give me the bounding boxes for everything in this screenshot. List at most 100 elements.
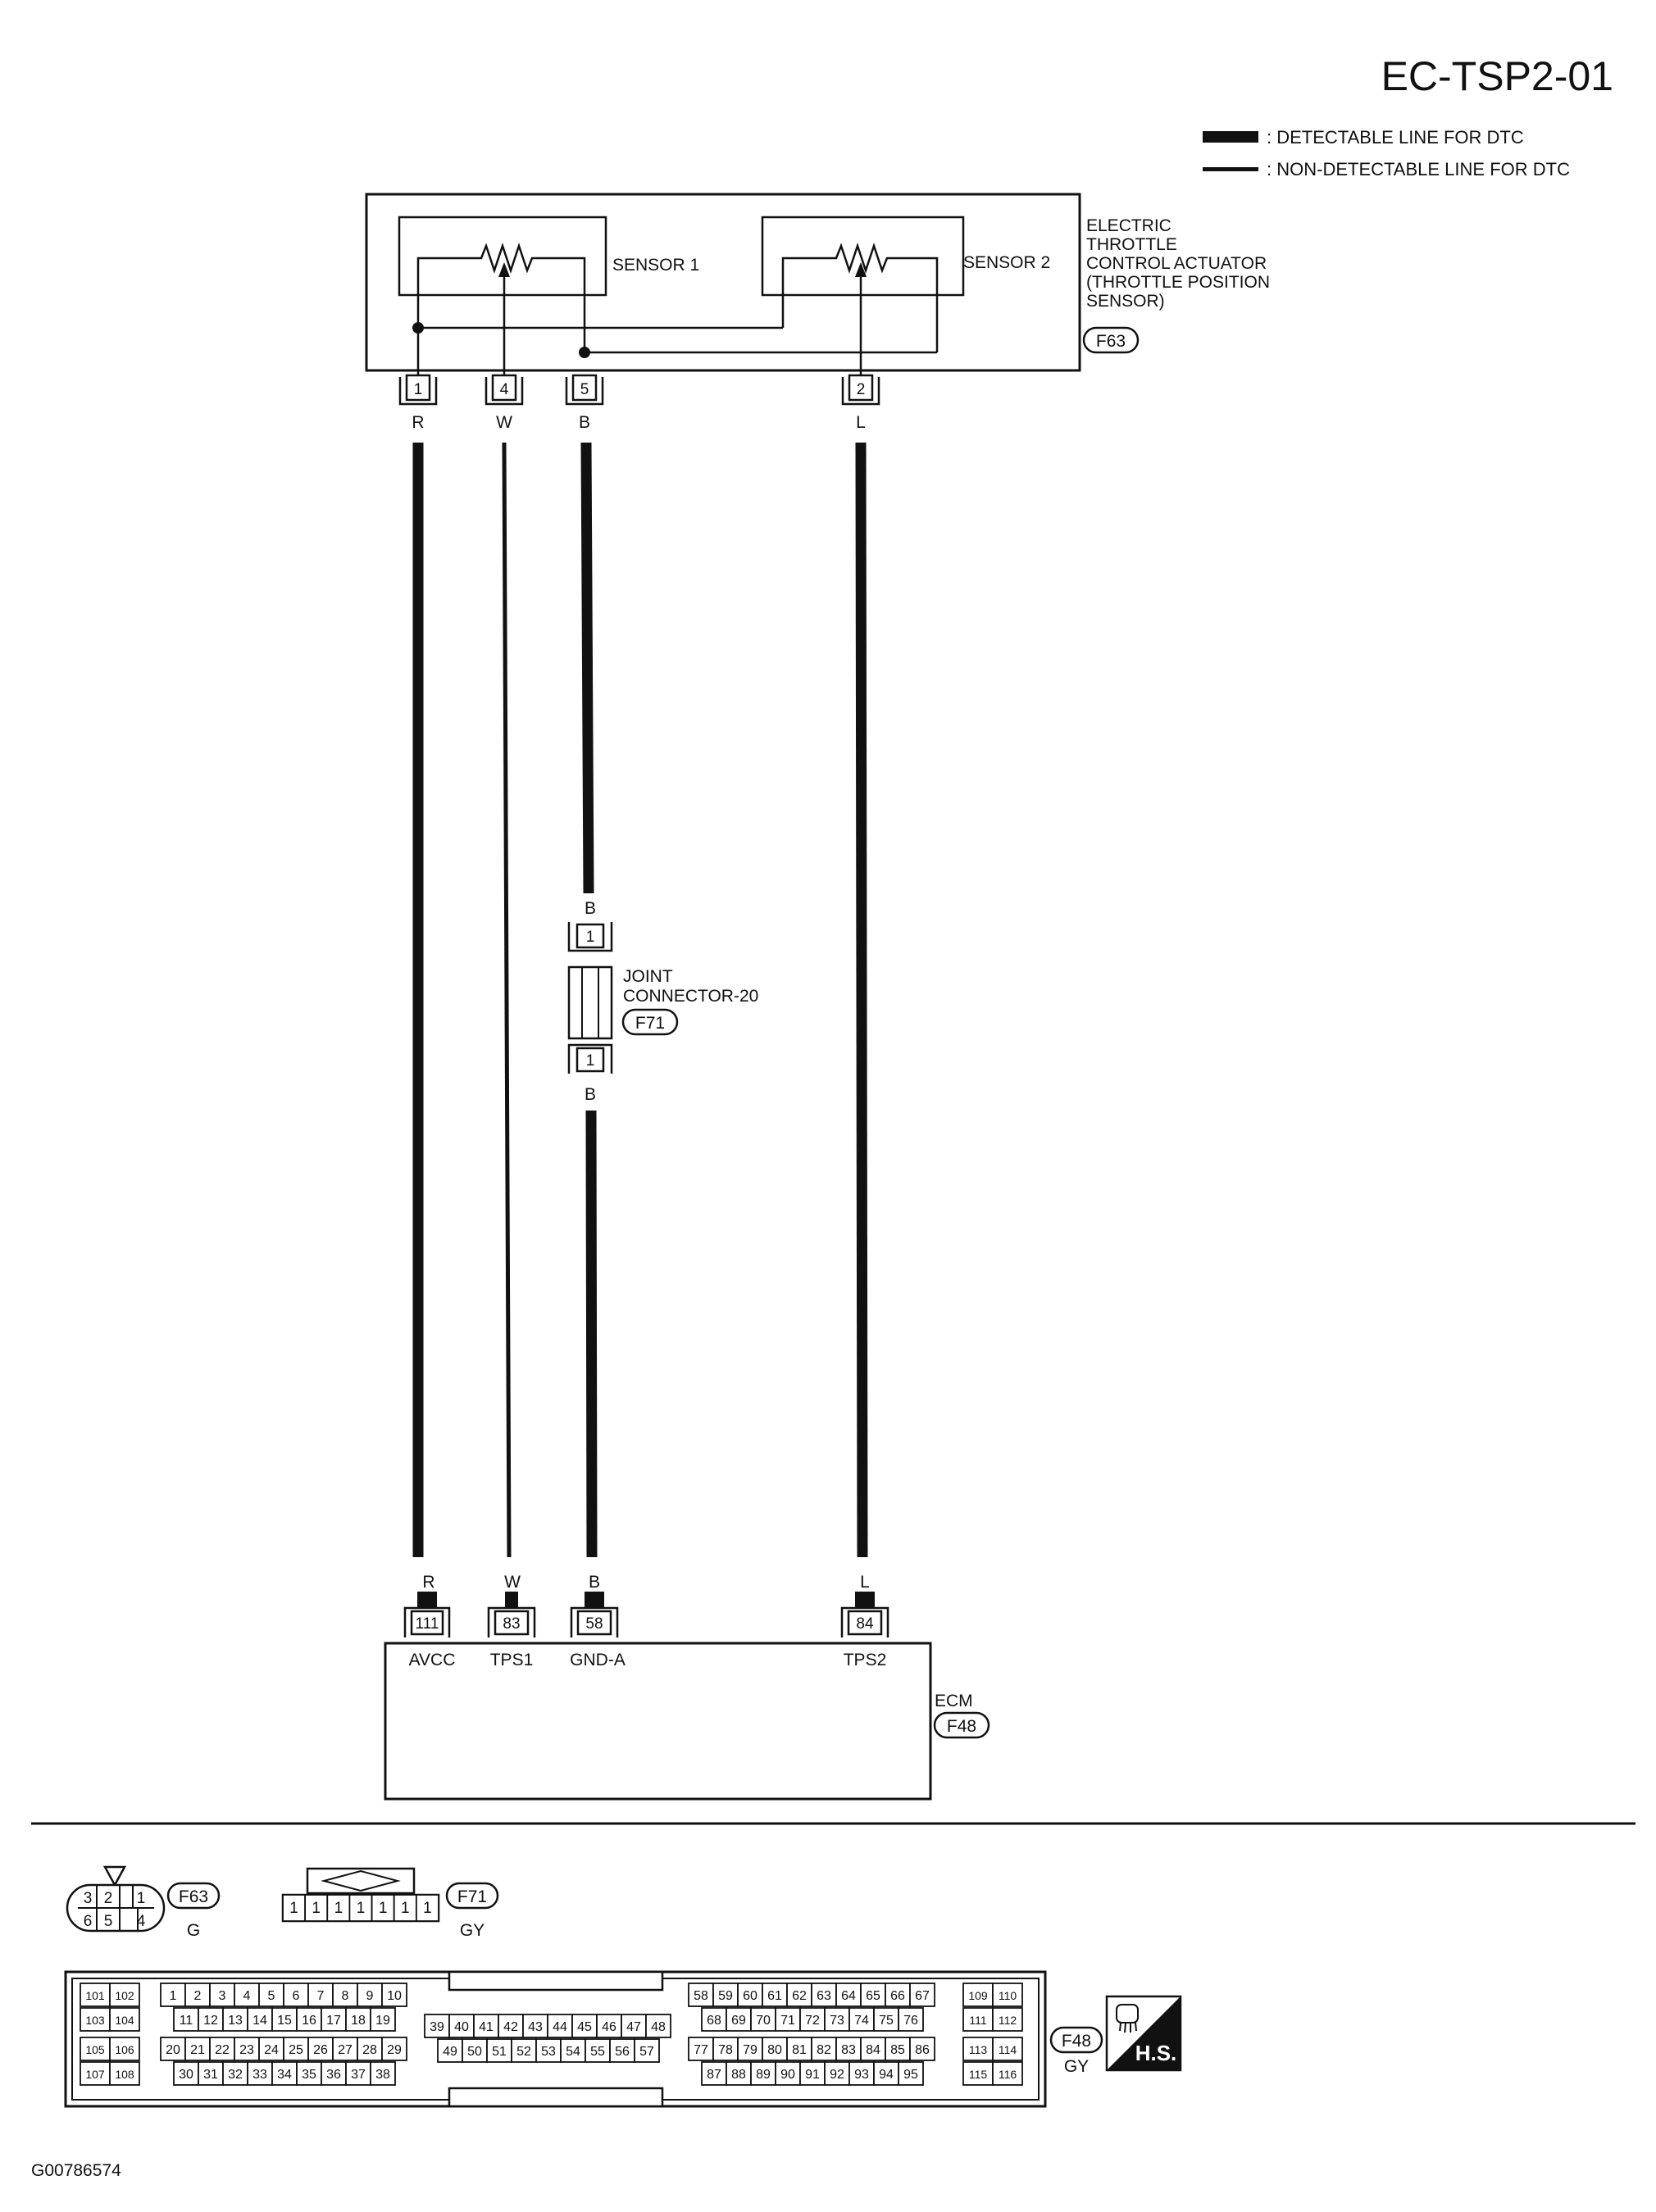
f48-pin-29-cell — [381, 2037, 407, 2061]
f71-pin: 1 — [423, 1900, 432, 1917]
f48-pin-26: 26 — [313, 2043, 328, 2057]
joint-body — [567, 965, 613, 1040]
f48-pin-14-cell — [247, 2007, 273, 2032]
f48-badge — [1049, 2026, 1103, 2054]
f48-pin-109: 109 — [968, 1989, 988, 2002]
f48-pin-45: 45 — [577, 2020, 592, 2034]
f48-pin-3-cell — [209, 1983, 235, 2007]
ecm-signal-tps1: TPS1 — [490, 1651, 534, 1669]
f48-pin-103: 103 — [85, 2014, 105, 2027]
f48-pin-47: 47 — [626, 2020, 641, 2034]
f48-pin-54-cell — [560, 2038, 586, 2063]
f48-pin-69: 69 — [731, 2014, 746, 2028]
f48-pin-103-cell — [80, 2007, 111, 2032]
f48-pin-57-cell — [634, 2038, 660, 2063]
f48-pin-71-cell — [775, 2007, 801, 2032]
f48-pin-58-cell — [688, 1983, 714, 2007]
f48-pin-17: 17 — [326, 2014, 341, 2028]
f48-pin-28-cell — [357, 2037, 383, 2061]
wire-b-top-color: B — [579, 413, 590, 432]
f48-pin-31: 31 — [203, 2068, 218, 2082]
ecm-pin-83-number: 83 — [503, 1615, 520, 1633]
joint-connector-badge — [621, 1008, 679, 1036]
f48-pin-33: 33 — [252, 2068, 267, 2082]
f48-pin-7-cell — [307, 1983, 334, 2007]
f48-pin-73-cell — [824, 2007, 850, 2032]
f48-pin-18-cell — [345, 2007, 371, 2032]
f63-badge — [166, 1882, 221, 1910]
f48-pin-74-cell — [848, 2007, 875, 2032]
f48-pin-56: 56 — [615, 2045, 630, 2059]
f48-pin-41: 41 — [479, 2020, 494, 2034]
f71-badge — [445, 1882, 499, 1910]
f48-pin-112: 112 — [999, 2014, 1017, 2027]
f48-pin-70: 70 — [756, 2014, 771, 2028]
sensor-1-resistor — [416, 243, 586, 352]
supply-junction — [412, 322, 424, 334]
sensor-1-wiper-arrow — [498, 262, 510, 277]
f48-pin-46-cell — [596, 2014, 622, 2038]
f48-pin-50-cell — [462, 2038, 488, 2063]
f48-pin-87: 87 — [707, 2068, 721, 2082]
f48-pin-22: 22 — [215, 2043, 230, 2057]
f48-pin-102: 102 — [115, 1989, 134, 2002]
f48-pin-106: 106 — [115, 2043, 134, 2056]
f48-pin-36-cell — [321, 2061, 347, 2086]
wire-w-top-color: W — [496, 413, 512, 432]
wire-r-bottom-color: R — [422, 1573, 434, 1592]
f48-pin-19-cell — [370, 2007, 396, 2032]
f48-pin-78: 78 — [718, 2043, 733, 2057]
f63-pin-3: 3 — [84, 1890, 93, 1907]
f48-pin-10-cell — [381, 1983, 407, 2007]
f48-pin-33-cell — [247, 2061, 273, 2086]
top-pin-5-number: 5 — [580, 381, 589, 398]
figure-code: G00786574 — [31, 2161, 121, 2180]
f48-pin-86-cell — [909, 2037, 935, 2061]
f48-pin-24: 24 — [264, 2043, 279, 2057]
f48-pin-61: 61 — [767, 1989, 782, 2003]
f48-pin-48: 48 — [651, 2020, 666, 2034]
f71-color: GY — [460, 1921, 485, 1940]
f48-pin-68: 68 — [707, 2014, 721, 2028]
wire-b-gnd-lower — [585, 1110, 598, 1558]
f71-pin-cell — [282, 1894, 307, 1922]
actuator-connector-badge — [1082, 326, 1140, 354]
f48-pin-75-cell — [873, 2007, 899, 2032]
f48-pin-95: 95 — [903, 2068, 918, 2082]
f48-pin-4-cell — [234, 1983, 260, 2007]
f48-pin-90: 90 — [780, 2068, 795, 2082]
f48-pin-53: 53 — [541, 2045, 556, 2059]
f48-pin-88: 88 — [731, 2068, 746, 2082]
ecm-pin-58-number: 58 — [585, 1615, 603, 1633]
actuator-name-2: THROTTLE — [1086, 235, 1177, 254]
f48-pin-69-cell — [726, 2007, 752, 2032]
actuator-name-3: CONTROL ACTUATOR — [1086, 254, 1267, 273]
f48-pin-41-cell — [473, 2014, 499, 2038]
f48-pin-95-cell — [898, 2061, 924, 2086]
f48-pin-51: 51 — [492, 2045, 507, 2059]
diagram-id: EC-TSP2-01 — [1381, 53, 1613, 99]
f48-pin-37-cell — [345, 2061, 371, 2086]
f48-pin-23: 23 — [239, 2043, 254, 2057]
f48-key-bottom — [448, 2087, 664, 2108]
ecm-signal-gnd-a: GND-A — [570, 1651, 626, 1669]
f48-pin-64: 64 — [841, 1989, 856, 2003]
wire-l-tps2 — [855, 442, 868, 1558]
f63-pin-1: 1 — [137, 1890, 146, 1907]
f48-pin-104-cell — [109, 2007, 140, 2032]
f48-pin-111-cell — [962, 2007, 994, 2032]
f48-pin-65-cell — [860, 1983, 886, 2007]
f48-pin-52: 52 — [516, 2045, 531, 2059]
f48-pin-56-cell — [609, 2038, 635, 2063]
top-pin-1: 1 — [398, 374, 438, 406]
f48-pin-43: 43 — [528, 2020, 543, 2034]
f48-pin-114: 114 — [999, 2043, 1017, 2056]
f48-pin-57: 57 — [639, 2045, 654, 2059]
f48-pin-86: 86 — [915, 2043, 930, 2057]
legend-non-detectable-label: : NON-DETECTABLE LINE FOR DTC — [1267, 159, 1570, 179]
f48-pin-84-cell — [860, 2037, 886, 2061]
f71-pin: 1 — [289, 1900, 298, 1917]
f48-pin-60-cell — [737, 1983, 763, 2007]
actuator-name-5: SENSOR) — [1086, 292, 1165, 311]
